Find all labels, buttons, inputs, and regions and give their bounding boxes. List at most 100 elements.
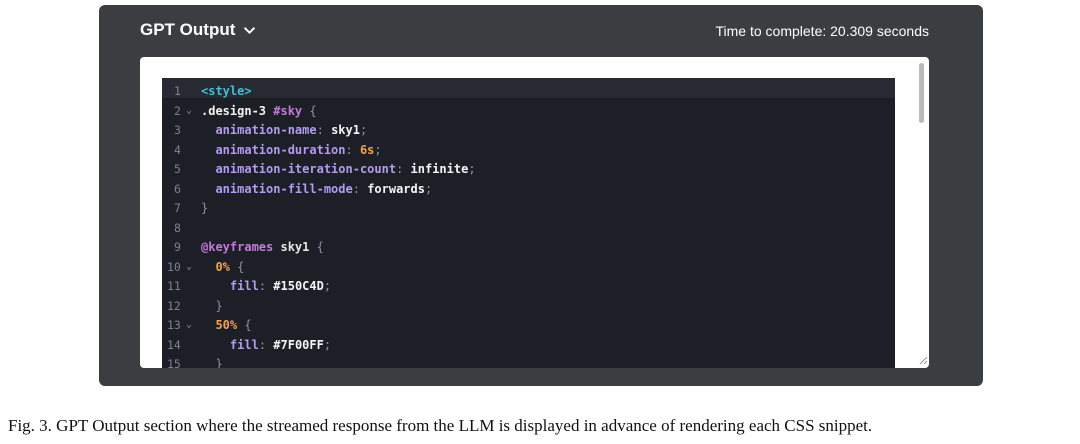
code-token: { <box>309 103 317 118</box>
line-number: 11 <box>167 279 181 293</box>
code-token: : <box>396 162 411 176</box>
time-to-complete: Time to complete: 20.309 seconds <box>715 23 930 39</box>
code-token: } <box>201 201 209 215</box>
code-token <box>201 299 215 313</box>
code-token: #sky <box>273 103 303 118</box>
line-number: 9 <box>174 240 181 254</box>
code-token: animation-iteration-count <box>215 162 397 176</box>
code-token <box>201 123 215 137</box>
code-line-text: fill: #150C4D; <box>201 277 331 297</box>
line-number: 7 <box>174 201 181 215</box>
code-token: @keyframes <box>201 240 281 254</box>
fold-chevron-icon[interactable]: ⌄ <box>186 260 193 272</box>
code-line: 10 ⌄ 0% { <box>162 258 895 278</box>
code-token: ; <box>323 279 332 293</box>
line-number: 5 <box>174 162 181 176</box>
line-number: 6 <box>174 181 181 196</box>
panel-header: GPT Output Time to complete: 20.309 seco… <box>99 5 983 59</box>
code-line-text: 50% { <box>201 316 252 336</box>
code-token: : <box>345 142 360 157</box>
code-token: : <box>352 181 368 196</box>
vertical-scrollbar[interactable] <box>916 59 926 367</box>
code-token: } <box>215 298 223 313</box>
code-token: sky1 <box>331 123 360 137</box>
line-number: 3 <box>174 123 181 137</box>
code-token: : <box>258 337 274 352</box>
line-number: 2 <box>174 103 181 118</box>
code-token: fill <box>229 337 259 352</box>
code-lines: 1<style>2⌄.design-3 #sky {3 animation-na… <box>162 82 895 368</box>
code-line-text: animation-duration: 6s; <box>201 141 382 161</box>
code-line: 12 } <box>162 297 895 317</box>
code-token <box>201 279 230 293</box>
code-line: 7} <box>162 199 895 219</box>
code-line-text: @keyframes sky1 { <box>201 238 324 258</box>
scrollbar-thumb[interactable] <box>919 63 924 123</box>
code-token: { <box>244 318 252 332</box>
code-line: 1 <style> <box>162 82 895 102</box>
code-line: 11 fill: #150C4D; <box>162 277 895 297</box>
code-token: ; <box>468 162 476 176</box>
code-line: 5 animation-iteration-count: infinite; <box>162 160 895 180</box>
code-token: 0% <box>215 259 230 274</box>
fold-chevron-icon[interactable]: ⌄ <box>186 319 193 330</box>
code-token: } <box>215 357 223 368</box>
line-number: 14 <box>167 337 181 352</box>
figure-caption: Fig. 3. GPT Output section where the str… <box>8 416 873 435</box>
code-token <box>201 162 215 176</box>
resize-grip-icon[interactable] <box>916 353 928 365</box>
code-token: ; <box>374 142 382 157</box>
gpt-output-panel: GPT Output Time to complete: 20.309 seco… <box>99 5 983 386</box>
output-box: 1<style>2⌄.design-3 #sky {3 animation-na… <box>140 57 929 368</box>
line-number: 10 <box>167 259 181 274</box>
code-token <box>201 357 215 368</box>
line-number: 8 <box>174 220 181 235</box>
active-line-highlight <box>162 78 895 98</box>
code-line: 4 animation-duration: 6s; <box>162 141 895 161</box>
code-token: ; <box>359 123 368 137</box>
code-token: sky1 <box>280 240 317 254</box>
code-token: #7F00FF <box>273 337 324 352</box>
code-line-text: } <box>201 355 223 368</box>
code-line-text: 0% { <box>201 258 244 278</box>
code-line: 3 animation-name: sky1; <box>162 121 895 141</box>
code-token: 6s <box>359 142 375 157</box>
code-line: 2 ⌄ .design-3 #sky { <box>162 102 895 122</box>
code-line: 9 @keyframes sky1 { <box>162 238 895 258</box>
code-line-text: <style> <box>201 82 252 102</box>
code-line-text: } <box>201 199 208 219</box>
panel-title: GPT Output <box>140 20 236 39</box>
code-line-text: animation-name: sky1; <box>201 121 367 141</box>
code-token: : <box>258 279 274 293</box>
code-token: animation-name <box>215 123 317 137</box>
code-token: animation-duration <box>215 142 346 157</box>
code-line: 8 <box>162 219 895 239</box>
code-token: 50% <box>215 318 238 332</box>
code-token: #150C4D <box>273 279 324 293</box>
chevron-down-icon <box>244 26 256 34</box>
code-token: .design-3 <box>201 103 274 118</box>
code-token: infinite <box>410 162 469 176</box>
line-number: 12 <box>167 298 181 313</box>
line-number: 13 <box>167 318 181 332</box>
code-token <box>201 318 215 332</box>
code-token: : <box>316 123 332 137</box>
code-token: <style> <box>201 84 252 98</box>
code-line-text: fill: #7F00FF; <box>201 336 331 356</box>
gpt-output-toggle[interactable]: GPT Output <box>140 20 256 40</box>
code-token: ; <box>323 337 332 352</box>
code-token <box>201 260 215 274</box>
fold-chevron-icon[interactable]: ⌄ <box>186 104 193 116</box>
code-line-text: .design-3 #sky { <box>201 102 317 122</box>
code-line: 14 fill: #7F00FF; <box>162 336 895 356</box>
code-token: forwards <box>367 181 425 196</box>
line-number: 4 <box>174 142 181 157</box>
code-token: ; <box>424 181 433 196</box>
code-line-text: animation-fill-mode: forwards; <box>201 180 432 200</box>
code-token: { <box>237 259 245 274</box>
code-token: fill <box>229 279 259 293</box>
line-number: 1 <box>174 84 181 98</box>
code-editor[interactable]: 1<style>2⌄.design-3 #sky {3 animation-na… <box>162 78 895 368</box>
line-number: 15 <box>167 357 181 368</box>
code-token <box>201 182 215 196</box>
